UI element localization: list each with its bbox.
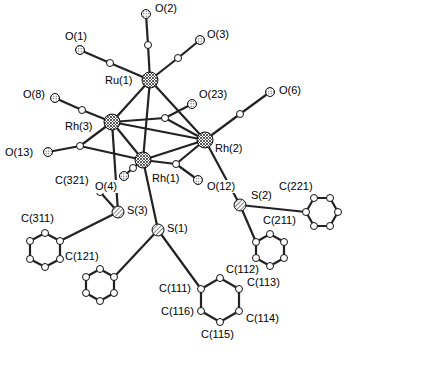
atom-label: O(3) (206, 28, 230, 41)
atom-label: S(2) (250, 189, 273, 202)
atom-label: C(114) (245, 312, 280, 325)
atom-label: O(8) (22, 88, 46, 101)
atom-label: C(121) (64, 250, 100, 263)
atom-label: O(6) (278, 84, 302, 97)
atom-label: C(112) (225, 263, 260, 276)
atom-label: Ru(1) (104, 74, 134, 87)
atom-label: O(4) (94, 180, 118, 193)
atom-label: Rh(2) (214, 142, 244, 155)
atom-label: O(13) (4, 146, 34, 159)
atom-label: O(12) (206, 180, 236, 193)
atom-label: C(115) (200, 328, 235, 341)
atom-label: Rh(3) (64, 120, 94, 133)
atom-label: C(111) (158, 282, 192, 295)
atom-label: C(211) (262, 214, 297, 227)
atom-label: C(116) (160, 305, 195, 318)
atom-label: O(1) (64, 30, 88, 43)
atom-label: C(113) (246, 276, 281, 289)
atom-label: S(3) (126, 204, 149, 217)
atom-label: O(23) (198, 88, 228, 101)
atom-label: C(221) (278, 180, 314, 193)
atom-label: C(311) (20, 212, 55, 225)
atom-label: O(2) (154, 2, 178, 15)
atom-label: S(1) (166, 222, 189, 235)
atom-label: C(321) (54, 174, 90, 187)
atom-label: Rh(1) (151, 172, 181, 185)
